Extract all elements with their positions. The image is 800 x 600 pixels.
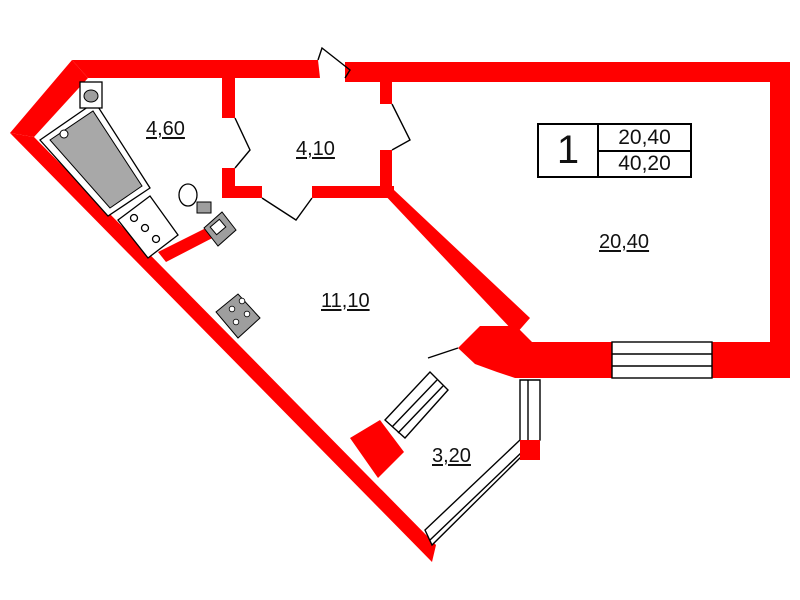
- living-room-door: [391, 103, 411, 151]
- hall-bottom-wall-right: [312, 186, 394, 198]
- windows: [384, 341, 713, 439]
- hall-living-wall-top: [380, 82, 392, 104]
- bath-hall-wall-top: [222, 78, 235, 118]
- apartment-summary-box: 1 20,40 40,20: [537, 123, 692, 178]
- bottom-wall-left: [515, 342, 612, 378]
- exterior-walls: [10, 60, 790, 562]
- left-diagonal-wall: [10, 133, 436, 562]
- kitchen-corner-block: [458, 326, 540, 378]
- entry-door: [317, 46, 351, 79]
- bathroom-door: [234, 117, 251, 169]
- bathroom-area-label: 4,60: [146, 118, 185, 140]
- doors: [234, 46, 411, 221]
- hall-bottom-wall-left: [222, 186, 262, 198]
- top-wall-left: [72, 60, 320, 78]
- hall-living-wall-bottom: [380, 150, 392, 196]
- bottom-wall-right: [712, 342, 790, 378]
- hallway-area-label: 4,10: [296, 138, 335, 160]
- kitchen-window: [384, 370, 449, 439]
- room-count: 1: [539, 125, 599, 176]
- living-room-area-label: 20,40: [599, 231, 650, 253]
- balcony-area-label: 3,20: [432, 445, 471, 467]
- balcony-corner-post: [520, 440, 540, 460]
- balcony: [424, 379, 541, 547]
- bathtub-icon: [39, 101, 151, 217]
- living-area-value: 20,40: [599, 125, 690, 152]
- left-upper-wall: [10, 60, 88, 137]
- washing-machine-icon: [117, 195, 179, 259]
- sink-icon: [203, 211, 237, 247]
- top-wall-right: [345, 62, 790, 82]
- right-wall: [770, 62, 790, 378]
- kitchen-living-wall: [380, 190, 530, 334]
- living-room-window: [611, 341, 713, 379]
- stove-icon: [215, 293, 261, 339]
- washbasin-icon: [79, 81, 103, 109]
- toilet-icon: [178, 183, 212, 214]
- total-area-value: 40,20: [618, 152, 671, 175]
- kitchen-area-label: 11,10: [321, 290, 370, 312]
- balcony-wall-block: [350, 420, 404, 478]
- kitchen-door: [261, 197, 313, 221]
